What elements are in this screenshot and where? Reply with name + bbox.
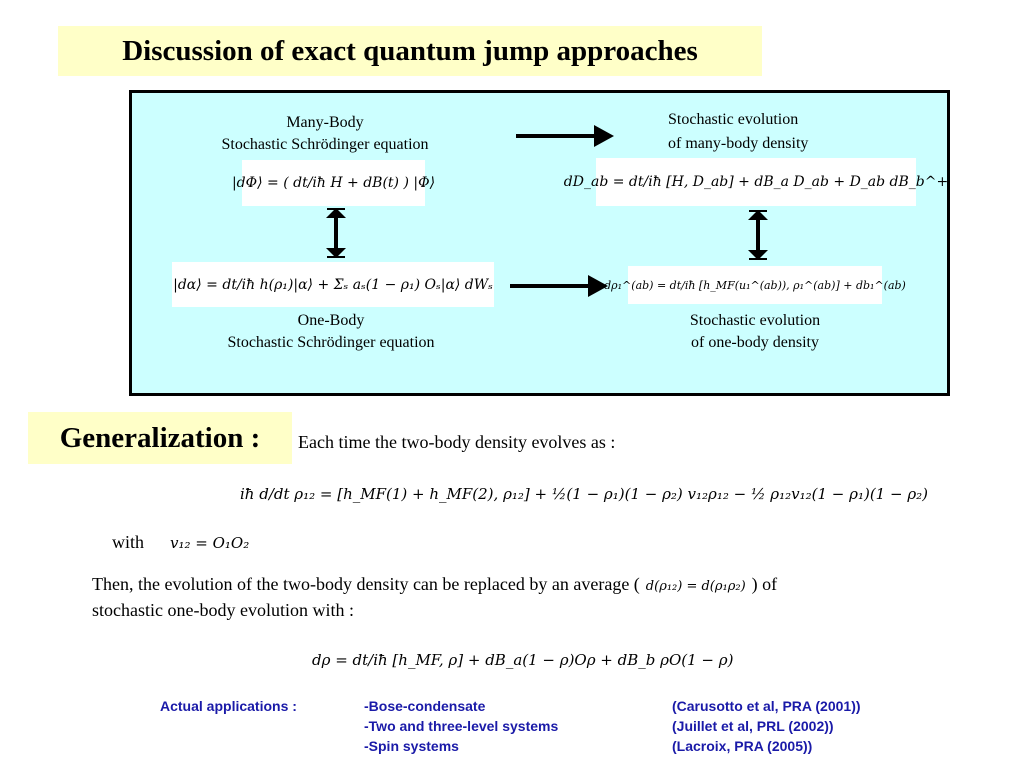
many-density-label-line2: of many-body density <box>668 135 809 152</box>
applications-label: Actual applications : <box>160 698 297 714</box>
one-density-equation: dρ₁^(ab) = dt/iħ [h_MF(u₁^(ab)), ρ₁^(ab)… <box>604 266 906 304</box>
one-density-label: Stochastic evolution of one-body density <box>650 310 860 354</box>
then-text-line1: Then, the evolution of the two-body dens… <box>92 572 777 599</box>
with-equation: v₁₂ = O₁O₂ <box>170 534 250 552</box>
right-arrow-icon-lower <box>510 275 608 297</box>
application-ref: (Lacroix, PRA (2005)) <box>672 738 813 754</box>
application-ref: (Carusotto et al, PRA (2001)) <box>672 698 861 714</box>
then-text-end: ) of <box>751 574 778 594</box>
application-topic: -Spin systems <box>364 738 459 754</box>
applications-topics: -Bose-condensate -Two and three-level sy… <box>364 696 558 756</box>
one-density-label-line1: Stochastic evolution <box>689 312 821 329</box>
final-equation: dρ = dt/iħ [h_MF, ρ] + dB_a(1 − ρ)Oρ + d… <box>312 651 734 669</box>
many-body-equation: |dΦ⟩ = ( dt/iħ H + dB(t) ) |Φ⟩ <box>232 160 435 206</box>
then-text-start: Then, the evolution of the two-body dens… <box>92 574 640 594</box>
many-body-label: Many-Body Stochastic Schrödinger equatio… <box>190 112 460 156</box>
generalization-intro: Each time the two-body density evolves a… <box>298 432 616 452</box>
right-arrow-icon <box>516 125 614 147</box>
generalization-label: Generalization : <box>28 412 292 464</box>
average-equation: d(ρ₁₂) = d(ρ₁ρ₂) <box>645 579 746 594</box>
many-body-label-line2: Stochastic Schrödinger equation <box>221 136 429 153</box>
many-density-label-line1: Stochastic evolution <box>668 111 799 128</box>
application-topic: -Two and three-level systems <box>364 718 559 734</box>
one-body-equation: |dα⟩ = dt/iħ h(ρ₁)|α⟩ + Σₛ aₛ(1 − ρ₁) Oₛ… <box>172 262 494 307</box>
diagram-panel <box>129 90 950 396</box>
applications-refs: (Carusotto et al, PRA (2001)) (Juillet e… <box>672 696 861 756</box>
then-text-line2: stochastic one-body evolution with : <box>92 600 354 620</box>
double-vertical-arrow-icon-right <box>748 210 768 260</box>
double-vertical-arrow-icon <box>326 208 346 258</box>
many-body-label-line1: Many-Body <box>286 114 364 131</box>
one-density-label-line2: of one-body density <box>691 334 819 351</box>
two-body-equation: iħ d/dt ρ₁₂ = [h_MF(1) + h_MF(2), ρ₁₂] +… <box>240 485 929 503</box>
application-ref: (Juillet et al, PRL (2002)) <box>672 718 834 734</box>
with-label: with <box>112 532 145 552</box>
one-body-label: One-Body Stochastic Schrödinger equation <box>196 310 466 354</box>
one-body-label-line2: Stochastic Schrödinger equation <box>227 334 435 351</box>
many-density-equation: dD_ab = dt/iħ [H, D_ab] + dB_a D_ab + D_… <box>564 158 948 206</box>
one-body-label-line1: One-Body <box>297 312 365 329</box>
slide-title: Discussion of exact quantum jump approac… <box>58 26 762 76</box>
application-topic: -Bose-condensate <box>364 698 486 714</box>
many-density-label: Stochastic evolution of many-body densit… <box>668 108 888 156</box>
